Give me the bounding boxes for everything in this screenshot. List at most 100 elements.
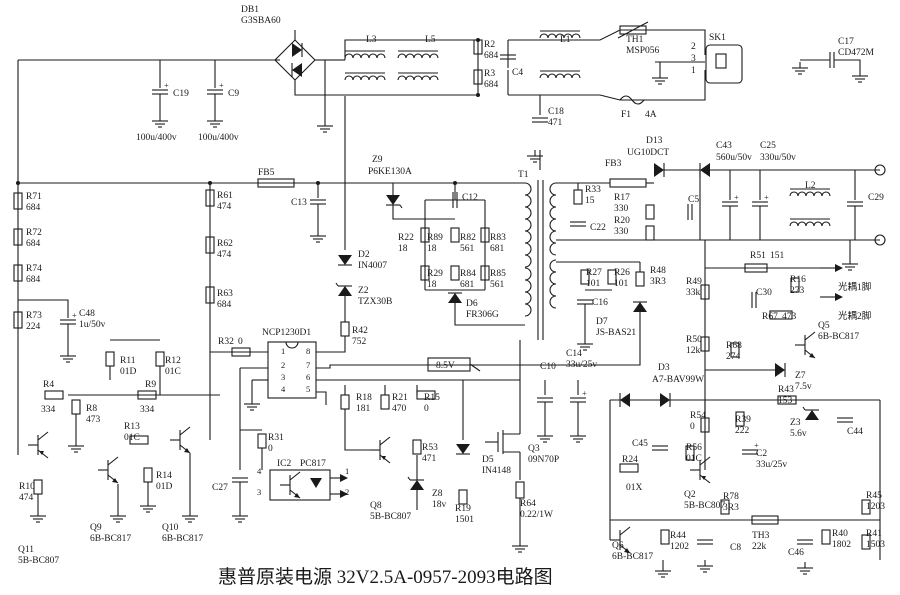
label: Z7 (795, 371, 806, 381)
resistor-r61 (205, 189, 215, 207)
resistor-r31 (257, 433, 267, 449)
wire (392, 205, 455, 220)
label: R63 (217, 289, 233, 299)
label: R54 (690, 411, 706, 421)
label: 473 (86, 415, 101, 425)
label: R45 (866, 491, 882, 501)
label: Q11 (18, 545, 34, 555)
ic2-pin-numbers: 1 2 3 4 (257, 466, 349, 497)
label: R64 (520, 499, 536, 509)
label: 6B-BC817 (162, 534, 203, 544)
label: 222 (735, 426, 750, 436)
resistor-r85 (480, 265, 490, 281)
resistor-fb3 (609, 178, 647, 188)
label: 684 (484, 80, 499, 90)
ic1-pin-1: 1 (281, 346, 285, 356)
label: R24 (622, 455, 638, 465)
label: R72 (26, 228, 42, 238)
label: 101 (586, 279, 601, 289)
diode-z9 (386, 195, 403, 209)
label: D3 (658, 363, 670, 373)
ic2-pin-1: 1 (345, 466, 349, 476)
inductor-l1b (539, 70, 581, 79)
resistor-r56 (685, 445, 695, 461)
label: 1u/50v (79, 320, 106, 330)
label: L5 (425, 35, 436, 45)
label: 100u/400v (198, 133, 239, 143)
transistor-q11 (28, 431, 49, 459)
label: 01D (120, 367, 137, 377)
output-negative-terminal (874, 234, 886, 246)
label: 752 (352, 337, 367, 347)
capacitor-c2: + (742, 440, 759, 455)
label: R43 (778, 385, 794, 395)
capacitor-c48: + (60, 310, 77, 325)
diode-d5 (456, 444, 470, 455)
label: 274 (726, 352, 741, 362)
output-arrow-1 (835, 264, 843, 272)
label: 6B-BC817 (612, 552, 653, 562)
label: R27 (586, 268, 602, 278)
capacitor-c30 (751, 292, 757, 308)
label: R12 (165, 356, 181, 366)
label: 3R3 (723, 503, 739, 513)
label: 3R3 (650, 277, 666, 287)
voltage-marker: 8.5V (436, 361, 455, 371)
resistor-r12 (155, 351, 165, 367)
ground-symbol (30, 510, 46, 523)
ground-symbol (792, 62, 808, 75)
label: R26 (614, 268, 630, 278)
diode-d2 (338, 255, 352, 266)
voltage-marker-arrow (469, 363, 481, 372)
resistor-r21 (380, 394, 390, 410)
label: Z8 (432, 489, 443, 499)
label: 18 (427, 280, 437, 290)
ground-symbol (842, 258, 858, 271)
label: R11 (120, 356, 136, 366)
ground-symbol (244, 398, 260, 411)
capacitor-c8 (697, 539, 713, 545)
junction-dot (208, 181, 212, 185)
capacitor-c22 (570, 221, 586, 227)
inductor-l5 (397, 50, 439, 59)
resistor-r51 (744, 263, 768, 273)
label: 470 (392, 404, 407, 414)
resistor-r40 (821, 529, 831, 545)
transistor-q5 (795, 331, 816, 359)
label: C5 (688, 195, 699, 205)
label: TZX30B (358, 297, 392, 307)
ic1-pin-3: 3 (281, 372, 285, 382)
label: 561 (490, 280, 505, 290)
label: R82 (460, 233, 476, 243)
label: 560u/50v (716, 153, 752, 163)
svg-text:+: + (582, 388, 587, 398)
label: CD472M (838, 48, 874, 58)
label: 0 (690, 422, 695, 432)
label: 6B-BC817 (90, 534, 131, 544)
label: P6KE130A (368, 167, 412, 177)
label: R14 (156, 471, 172, 481)
label: Z2 (358, 286, 369, 296)
label: 1202 (670, 542, 689, 552)
label: C4 (512, 68, 523, 78)
label: 01X (626, 483, 643, 493)
label: C19 (173, 89, 189, 99)
ic-ncp1230 (267, 341, 317, 399)
output-arrow-2 (835, 293, 843, 301)
resistor-r72 (13, 228, 23, 246)
capacitor-c19: + (152, 80, 169, 95)
label: 0 (268, 444, 273, 454)
capacitor-c29 (847, 201, 863, 207)
label: 01C (686, 454, 702, 464)
ic1-pin-8: 8 (306, 346, 310, 356)
resistor-r18 (340, 394, 350, 410)
diode-z2 (335, 282, 352, 296)
capacitor-c4 (500, 54, 516, 60)
inductor-l1 (539, 30, 581, 39)
ground-symbol (537, 430, 553, 443)
capacitor-c18 (532, 117, 548, 123)
label: Q6 (612, 541, 624, 551)
ground-symbol (852, 70, 868, 83)
th1-slash (617, 21, 649, 39)
resistor-r33 (573, 189, 583, 205)
